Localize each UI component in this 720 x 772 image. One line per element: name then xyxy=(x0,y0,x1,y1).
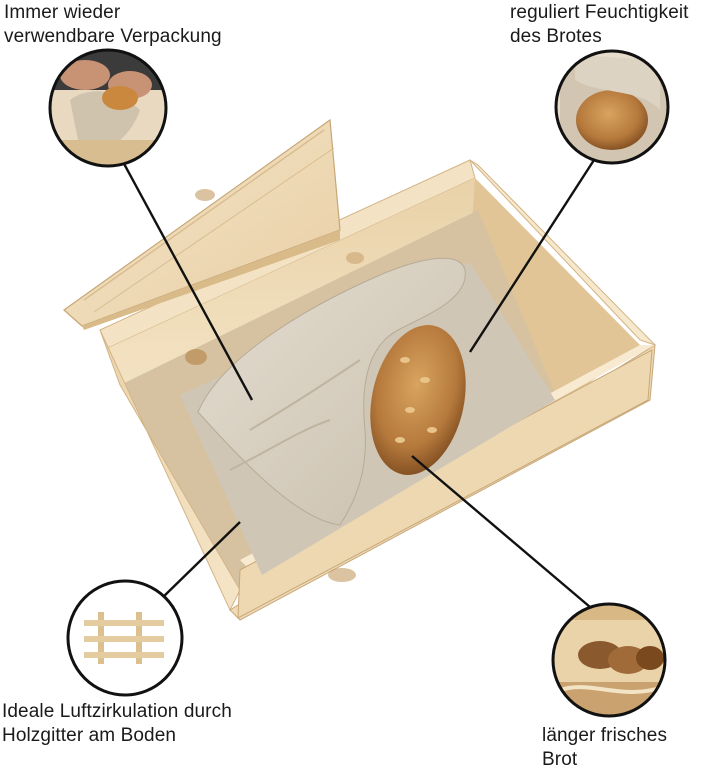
callout-packaging-line1: Immer wieder xyxy=(4,2,121,23)
detail-circle-wood-grid xyxy=(66,579,184,697)
linen-cloth xyxy=(180,257,555,575)
callout-packaging: Immer wieder verwendbare Verpackung xyxy=(4,1,222,49)
callout-moisture-line2: des Brotes xyxy=(510,26,602,47)
detail-circle-packaging xyxy=(48,48,168,168)
callout-fresh-bread: länger frisches Brot xyxy=(542,724,667,772)
callout-packaging-line2: verwendbare Verpackung xyxy=(4,26,222,47)
detail-circle-fresh-bread xyxy=(551,602,667,718)
callout-fresh-bread-line2: Brot xyxy=(542,749,578,770)
leader-lines xyxy=(120,159,596,608)
wooden-lid xyxy=(63,118,341,330)
callout-moisture-line1: reguliert Feuchtigkeit xyxy=(510,2,689,23)
callout-air-circulation-line2: Holzgitter am Boden xyxy=(2,725,177,746)
callout-fresh-bread-line1: länger frisches xyxy=(542,725,668,746)
callout-air-circulation: Ideale Luftzirkulation durch Holzgitter … xyxy=(2,700,232,748)
callout-air-circulation-line1: Ideale Luftzirkulation durch xyxy=(2,701,232,722)
bread-loaf xyxy=(370,325,466,475)
detail-circle-moisture xyxy=(554,49,670,165)
callout-moisture: reguliert Feuchtigkeit des Brotes xyxy=(510,1,689,49)
